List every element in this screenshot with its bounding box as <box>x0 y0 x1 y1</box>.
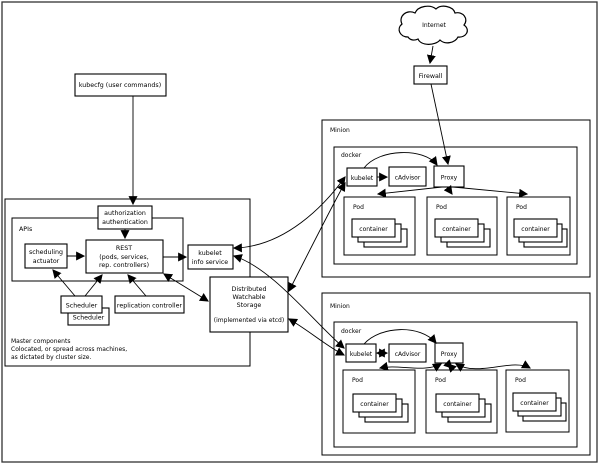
kubelet-info-line1: kubelet <box>198 250 222 257</box>
firewall-label: Firewall <box>419 73 443 80</box>
proxy-upper-label: Proxy <box>441 175 458 182</box>
container-label: container <box>443 401 472 408</box>
arrow-replication-rest <box>127 274 147 297</box>
pod-box <box>505 369 570 433</box>
arrow-kubelet-proxy-upper <box>363 152 438 169</box>
replication-controller-label: replication controller <box>117 303 183 310</box>
cadvisor-lower-label: cAdvisor <box>395 351 421 358</box>
rest-box <box>85 239 164 274</box>
pod-label: Pod <box>516 204 527 211</box>
apis-label: APIs <box>19 226 32 233</box>
pod-label: Pod <box>352 377 363 384</box>
minion-upper: Minion docker kubelet cAdvisor Proxy Pod… <box>321 119 591 278</box>
arrow-firewall-proxy <box>430 83 451 166</box>
cadvisor-upper-label: cAdvisor <box>395 175 421 182</box>
kubelet-info-service-box <box>187 244 234 270</box>
docker-lower-box <box>333 321 578 448</box>
scheduling-actuator-line1: scheduling <box>29 249 63 256</box>
master-note-line2: Colocated, or spread across machines, <box>11 346 127 353</box>
minion-upper-box <box>321 119 591 278</box>
storage-line2: Watchable <box>232 294 265 301</box>
container-label: container <box>359 226 388 233</box>
arrow-proxy-pod3-lower <box>455 360 531 372</box>
scheduler-label: Scheduler <box>66 303 98 310</box>
arrow-storage-kubelet-lower <box>288 318 346 356</box>
arrow-rest-storage <box>163 273 209 302</box>
container-label: container <box>521 226 550 233</box>
arrow-proxy-pod1-upper <box>376 186 443 198</box>
pod-box <box>426 196 498 256</box>
container-box <box>352 393 397 413</box>
docker-upper-label: docker <box>341 152 362 159</box>
pod-label: Pod <box>515 377 526 384</box>
pod-2-upper: Pod container <box>426 196 498 256</box>
arrow-kubelet-proxy-lower <box>363 329 437 345</box>
arrow-proxy-pod2-lower <box>443 359 457 373</box>
storage-line4: (implemented via etcd) <box>214 317 284 324</box>
pod-label: Pod <box>436 204 447 211</box>
pod-box <box>506 196 571 256</box>
minion-lower: Minion docker kubelet cAdvisor Proxy Pod… <box>321 292 591 456</box>
pod-1-lower: Pod container <box>342 369 416 434</box>
pod-label: Pod <box>353 204 364 211</box>
internet-label: Internet <box>422 22 446 29</box>
pod-2-lower: Pod container <box>425 369 498 434</box>
arrow-storage-kubelet-upper <box>288 182 346 293</box>
arrow-proxy-pod2-upper <box>443 184 453 195</box>
kubecfg-box <box>74 73 167 97</box>
pod-3-lower: Pod container <box>505 369 570 433</box>
container-box <box>435 393 480 413</box>
container-box <box>351 218 396 238</box>
scheduling-actuator-line2: actuator <box>33 258 60 265</box>
kubelet-lower-label: kubelet <box>350 351 373 358</box>
container-box <box>434 218 479 238</box>
storage-line1: Distributed <box>231 286 266 293</box>
pod-1-upper: Pod container <box>343 196 416 256</box>
master-note-line1: Master components <box>11 338 70 345</box>
container-label: container <box>520 400 549 407</box>
minion-lower-label: Minion <box>330 303 350 310</box>
rest-line3: rep. controllers) <box>99 262 149 269</box>
arrow-proxy-pod1-lower <box>378 361 442 372</box>
scheduler-shadow-label: Scheduler <box>73 315 105 322</box>
pod-3-upper: Pod container <box>506 196 571 256</box>
arrow-kubeletinfo-kubelet-upper <box>232 176 346 253</box>
master-note-line3: as dictated by cluster size. <box>11 354 91 361</box>
container-box <box>512 392 557 412</box>
arrow-proxy-pod3-upper <box>452 186 529 198</box>
rest-line1: REST <box>116 245 132 252</box>
minion-lower-box <box>321 292 591 456</box>
cadvisor-upper-box <box>388 166 427 187</box>
kubecfg-label: kubecfg (user commands) <box>79 82 161 89</box>
firewall-box <box>413 65 448 85</box>
minion-upper-label: Minion <box>330 127 350 134</box>
kubelet-info-line2: info service <box>192 259 228 266</box>
storage-line3: Storage <box>237 302 262 309</box>
container-box <box>513 218 558 238</box>
container-label: container <box>442 226 471 233</box>
container-label: container <box>360 401 389 408</box>
arrow-scheduler-actuator <box>52 269 76 297</box>
auth-label-line2: authentication <box>102 219 148 226</box>
pod-label: Pod <box>435 377 446 384</box>
internet-cloud <box>398 5 468 45</box>
kubelet-upper-label: kubelet <box>351 175 374 182</box>
auth-label-line1: authorization <box>104 210 146 217</box>
arrow-scheduler-rest <box>84 274 103 297</box>
docker-lower-label: docker <box>341 328 362 335</box>
arrow-internet-firewall <box>426 45 436 65</box>
scheduling-actuator-box <box>24 243 68 269</box>
scheduler-box <box>60 295 103 314</box>
rest-line2: (pods, services, <box>99 254 148 261</box>
proxy-lower-label: Proxy <box>441 351 458 358</box>
